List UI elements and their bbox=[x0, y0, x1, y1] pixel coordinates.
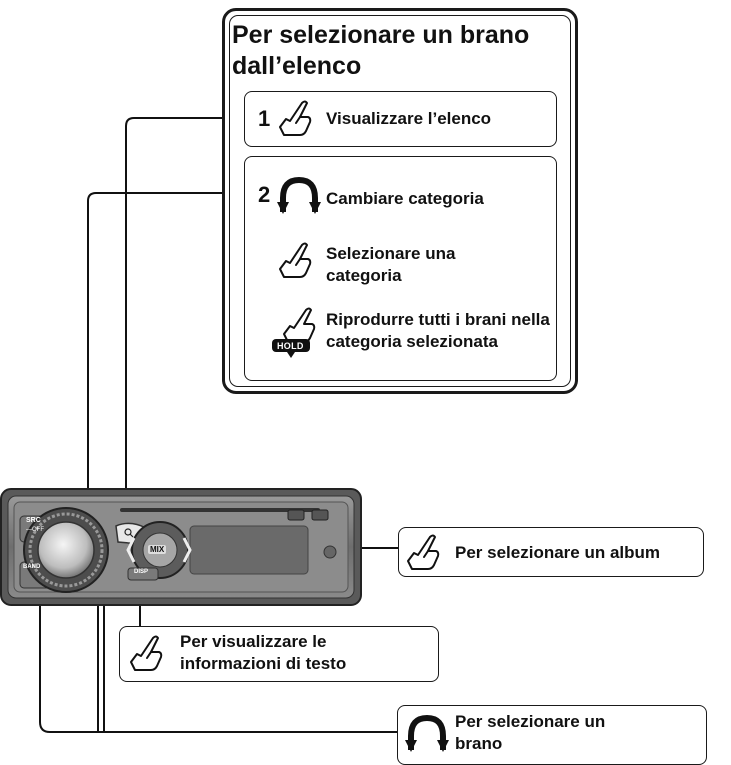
band-button-label[interactable]: BAND bbox=[23, 564, 41, 570]
press-finger-icon bbox=[276, 97, 318, 144]
hold-label: HOLD bbox=[277, 341, 304, 351]
disp-button-label[interactable]: DISP bbox=[134, 569, 149, 575]
press-finger-icon bbox=[276, 237, 318, 286]
step2-playall-label: Riprodurre tutti i brani nella categoria… bbox=[326, 310, 550, 351]
panel-title: Per selezionare un brano dall’elenco bbox=[232, 21, 530, 80]
hold-finger-icon: HOLD bbox=[270, 302, 326, 365]
callout-track bbox=[397, 705, 707, 765]
line-step1 bbox=[125, 117, 244, 518]
car-stereo-faceplate: SRC —OFF BAND MIX DISP bbox=[0, 488, 362, 613]
step1-label: Visualizzare l’elenco bbox=[326, 109, 492, 128]
step1-number: 1 bbox=[258, 106, 271, 131]
line-step2 bbox=[87, 192, 244, 540]
line-track-a bbox=[39, 590, 397, 733]
press-finger-icon bbox=[127, 632, 169, 679]
step2-label: Cambiare categoria bbox=[326, 189, 484, 208]
src-button-label[interactable]: SRC bbox=[26, 517, 41, 524]
callout-text-info bbox=[119, 626, 439, 682]
callout-text-info-label: Per visualizzare le informazioni di test… bbox=[180, 632, 347, 673]
step2-number: 2 bbox=[258, 182, 271, 207]
rotate-icon bbox=[276, 176, 322, 221]
press-finger-icon bbox=[404, 531, 446, 578]
rotate-icon bbox=[404, 714, 450, 759]
step2-select-label: Selezionare una categoria bbox=[326, 244, 456, 285]
callout-track-label: Per selezionare un brano bbox=[455, 712, 606, 753]
callout-album bbox=[398, 527, 704, 577]
callout-album-label: Per selezionare un album bbox=[455, 543, 661, 562]
mix-button-label[interactable]: MIX bbox=[148, 545, 167, 554]
step1-box bbox=[244, 91, 557, 147]
src-off-label: —OFF bbox=[26, 527, 44, 533]
instruction-panel-inner bbox=[229, 15, 571, 387]
